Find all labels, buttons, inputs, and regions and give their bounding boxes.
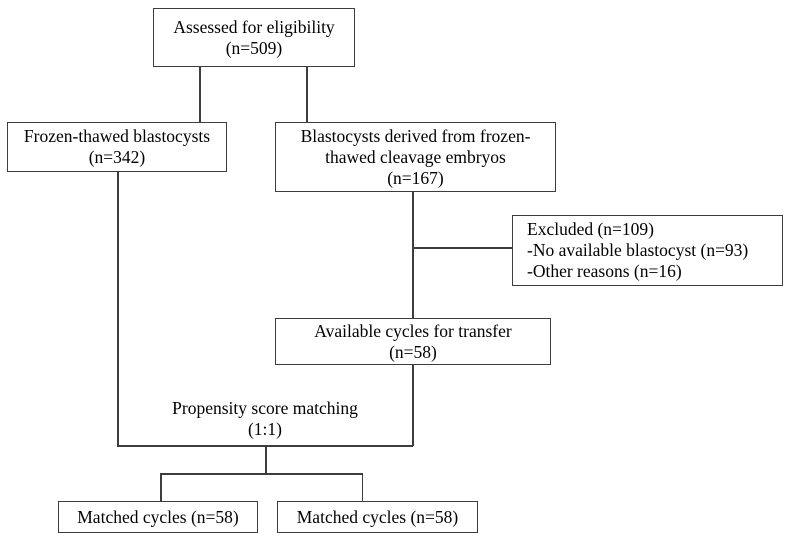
box-frozen-thawed-blastocysts: Frozen-thawed blastocysts (n=342): [7, 122, 227, 172]
connector-assessed-to-frozen: [199, 67, 201, 122]
box-excluded: Excluded (n=109) -No available blastocys…: [512, 215, 783, 286]
box-line: Excluded (n=109): [527, 219, 654, 239]
box-line: Available cycles for transfer: [314, 320, 512, 341]
box-line: Blastocysts derived from frozen-: [300, 125, 531, 146]
box-available-cycles-for-transfer: Available cycles for transfer (n=58): [275, 318, 551, 365]
box-line: Matched cycles (n=58): [296, 506, 459, 527]
label-line: (1:1): [247, 419, 283, 439]
connector-assessed-to-derived: [306, 67, 308, 122]
connector-branch-to-excluded: [412, 247, 512, 249]
label-line: Propensity score matching: [172, 398, 358, 418]
connector-derived-to-available: [412, 192, 414, 318]
connector-frozen-down: [117, 172, 119, 446]
box-blastocysts-derived-from-cleavage: Blastocysts derived from frozen- thawed …: [275, 122, 556, 192]
box-matched-cycles-left: Matched cycles (n=58): [58, 501, 258, 533]
box-matched-cycles-right: Matched cycles (n=58): [277, 501, 478, 533]
box-line: -Other reasons (n=16): [527, 261, 682, 281]
box-line: Matched cycles (n=58): [77, 506, 239, 527]
box-line: Frozen-thawed blastocysts: [23, 126, 211, 146]
box-line: (n=342): [88, 147, 146, 167]
box-line: (n=58): [389, 341, 437, 362]
connector-split-to-matched-left: [160, 473, 162, 501]
box-line: Assessed for eligibility: [173, 16, 335, 37]
connector-merge-down: [265, 445, 267, 473]
connector-split-to-matched-right: [361, 473, 363, 501]
box-line: (n=167): [387, 167, 444, 188]
box-line: thawed cleavage embryos: [325, 146, 506, 167]
box-line: (n=509): [225, 37, 283, 58]
connector-available-down: [412, 365, 414, 446]
label-propensity-score-matching: Propensity score matching (1:1): [118, 396, 412, 442]
connector-split: [160, 473, 363, 475]
box-line: -No available blastocyst (n=93): [527, 240, 749, 260]
box-assessed-for-eligibility: Assessed for eligibility (n=509): [153, 8, 355, 67]
